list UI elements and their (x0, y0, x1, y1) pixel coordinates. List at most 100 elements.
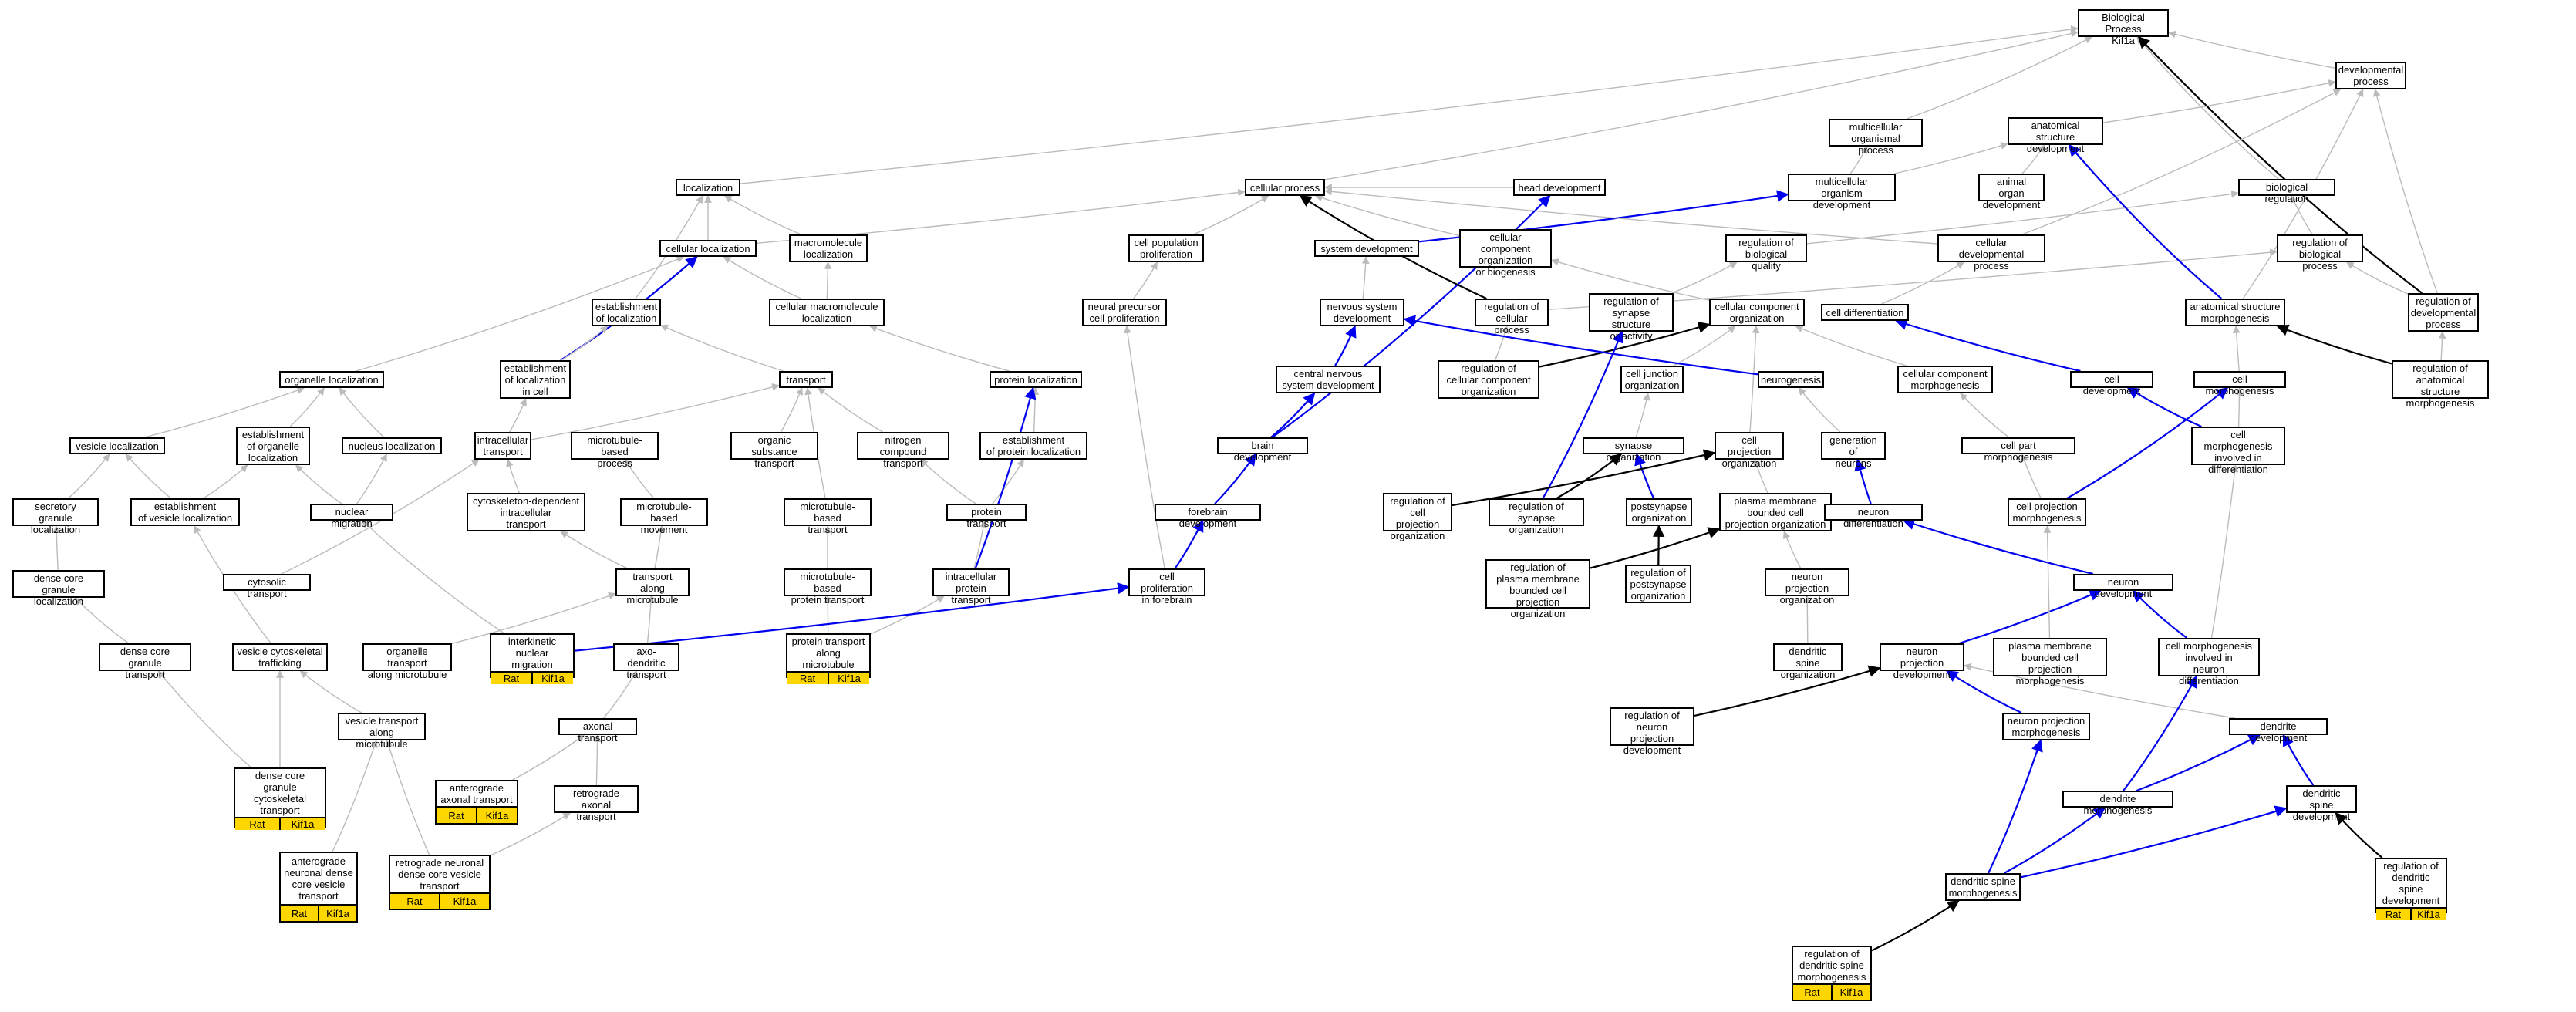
go-term-fbdev[interactable]: forebrain development (1155, 504, 1261, 529)
go-term-adt[interactable]: axo-dendritic transport (613, 643, 679, 680)
go-term-dso[interactable]: dendritic spine organization (1773, 643, 1843, 680)
go-term-ntrans[interactable]: nitrogen compound transport (857, 432, 949, 469)
go-term-nsd[interactable]: nervous system development (1320, 299, 1404, 326)
go-term-regcpo[interactable]: regulation of cell projection organizati… (1383, 493, 1452, 541)
go-term-tam[interactable]: transport along microtubule (615, 568, 690, 606)
go-term-regpso[interactable]: regulation of postsynapse organization (1625, 565, 1691, 603)
go-term-otam[interactable]: organelle transport along microtubule (362, 643, 452, 680)
go-term-estprotloc[interactable]: establishment of protein localization (979, 432, 1087, 460)
go-term-regnpd[interactable]: regulation of neuron projection developm… (1610, 707, 1694, 756)
go-term-regcp[interactable]: regulation of cellular process (1475, 299, 1549, 336)
go-term-synorg[interactable]: synapse organization (1583, 437, 1684, 463)
go-term-cmml[interactable]: cellular macromolecule localization (769, 299, 885, 326)
go-term-cpo[interactable]: cell projection organization (1715, 432, 1784, 469)
go-term-mtbp[interactable]: microtubule-based process (571, 432, 659, 469)
go-term-dcgl[interactable]: dense core granule localization (12, 570, 105, 607)
go-term-sysdev[interactable]: system development (1314, 240, 1419, 257)
go-term-cellproc[interactable]: cellular process (1245, 179, 1325, 196)
go-term-cdit[interactable]: cytoskeleton-dependent intracellular tra… (467, 493, 585, 531)
go-term-vtam[interactable]: vesicle transport along microtubule (338, 713, 426, 750)
go-term-aod[interactable]: animal organ development (1978, 174, 2045, 211)
go-term-neurogen[interactable]: neurogenesis (1758, 371, 1824, 388)
go-term-orgsubtrans[interactable]: organic substance transport (730, 432, 818, 469)
go-term-regdsm[interactable]: regulation of dendritic spine morphogene… (1792, 946, 1872, 1001)
go-term-cdp[interactable]: cellular developmental process (1937, 234, 2045, 272)
go-term-cpif[interactable]: cell proliferation in forebrain (1128, 568, 1205, 606)
go-term-vct[interactable]: vesicle cytoskeletal trafficking (232, 643, 328, 671)
go-term-loc[interactable]: localization (676, 179, 740, 196)
go-term-npo[interactable]: neuron projection organization (1765, 568, 1849, 606)
go-term-regdp[interactable]: regulation of developmental process (2408, 293, 2479, 332)
go-term-regbp[interactable]: regulation of biological process (2277, 234, 2363, 272)
go-term-orgloc[interactable]: organelle localization (279, 371, 384, 388)
go-term-npd[interactable]: neuron projection development (1880, 643, 1964, 680)
go-term-npm[interactable]: neuron projection morphogenesis (2002, 713, 2090, 740)
go-term-nucloc[interactable]: nucleus localization (342, 437, 442, 454)
go-term-cmind[interactable]: cell morphogenesis involved in neuron di… (2158, 638, 2260, 686)
go-term-genneur[interactable]: generation of neurons (1821, 432, 1886, 469)
go-term-cpmorph[interactable]: cell part morphogenesis (1961, 437, 2075, 463)
go-term-dcgct[interactable]: dense core granule cytoskeletal transpor… (234, 767, 326, 830)
go-term-transport[interactable]: transport (779, 371, 833, 388)
go-term-asd[interactable]: anatomical structure development (2008, 117, 2103, 154)
go-term-ccm[interactable]: cellular component morphogenesis (1897, 366, 1993, 393)
go-term-cjo[interactable]: cell junction organization (1620, 366, 1684, 393)
go-term-axtrans[interactable]: axonal transport (558, 718, 637, 744)
go-term-dsm[interactable]: dendritic spine morphogenesis (1945, 873, 2021, 901)
go-term-dcgt[interactable]: dense core granule transport (99, 643, 191, 680)
go-term-pmbcpo[interactable]: plasma membrane bounded cell projection … (1719, 493, 1832, 531)
go-term-estlocincell[interactable]: establishment of localization in cell (500, 360, 571, 399)
go-term-mtbpt[interactable]: microtubule-based protein transport (784, 568, 872, 606)
go-term-nucmig[interactable]: nuclear migration (310, 504, 393, 529)
go-term-bioreg[interactable]: biological regulation (2238, 179, 2335, 204)
go-term-rat[interactable]: retrograde axonal transport (554, 785, 639, 822)
go-term-macroloc[interactable]: macromolecule localization (789, 234, 868, 262)
go-term-regpmbcpo[interactable]: regulation of plasma membrane bounded ce… (1485, 559, 1590, 619)
go-term-celldiff[interactable]: cell differentiation (1821, 304, 1909, 321)
go-term-headdev[interactable]: head development (1513, 179, 1606, 196)
go-term-mtbt[interactable]: microtubule-based transport (784, 498, 872, 535)
go-term-devproc[interactable]: developmental process (2335, 62, 2406, 89)
go-term-bp[interactable]: Biological Process Kif1a (2078, 9, 2169, 46)
go-term-mcop[interactable]: multicellular organismal process (1829, 119, 1923, 156)
go-term-regbq[interactable]: regulation of biological quality (1725, 234, 1807, 272)
go-term-mcod[interactable]: multicellular organism development (1788, 174, 1896, 211)
go-term-cnsd[interactable]: central nervous system development (1276, 366, 1381, 393)
go-term-cytotrans[interactable]: cytosolic transport (223, 574, 311, 599)
go-term-estorgloc[interactable]: establishment of organelle localization (236, 427, 310, 465)
go-term-rndcvt[interactable]: retrograde neuronal dense core vesicle t… (389, 855, 491, 910)
go-term-ccob[interactable]: cellular component organization or bioge… (1459, 229, 1552, 278)
go-term-prottrans[interactable]: protein transport (946, 504, 1027, 529)
go-term-neurdiff[interactable]: neuron differentiation (1824, 504, 1923, 529)
go-term-regso[interactable]: regulation of synapse organization (1489, 498, 1584, 535)
go-term-dsd[interactable]: dendritic spine development (2286, 785, 2357, 822)
go-term-cco[interactable]: cellular component organization (1709, 299, 1805, 326)
go-term-cmidiff[interactable]: cell morphogenesis involved in different… (2191, 427, 2285, 475)
go-term-denmorph[interactable]: dendrite morphogenesis (2062, 791, 2173, 816)
go-term-npcp[interactable]: neural precursor cell proliferation (1082, 299, 1167, 326)
go-term-vesloc[interactable]: vesicle localization (69, 437, 165, 454)
go-term-andcvt[interactable]: anterograde neuronal dense core vesicle … (279, 852, 358, 923)
go-term-celldev[interactable]: cell development (2070, 371, 2153, 396)
go-term-cpp[interactable]: cell population proliferation (1128, 234, 1204, 262)
go-term-braindev[interactable]: brain development (1217, 437, 1308, 463)
go-term-estloc[interactable]: establishment of localization (592, 299, 661, 326)
go-term-cellloc[interactable]: cellular localization (659, 240, 757, 257)
go-term-cpmorphgen[interactable]: cell projection morphogenesis (2008, 498, 2086, 526)
go-term-pmbcpm[interactable]: plasma membrane bounded cell projection … (1993, 638, 2107, 686)
go-term-neurondev[interactable]: neuron development (2073, 574, 2173, 599)
go-term-intratrans[interactable]: intracellular transport (474, 432, 531, 460)
go-term-postsynorg[interactable]: postsynapse organization (1626, 498, 1692, 526)
go-term-regasm[interactable]: regulation of anatomical structure morph… (2392, 360, 2489, 409)
go-term-estvesloc[interactable]: establishment of vesicle localization (130, 498, 240, 526)
go-term-rsso[interactable]: regulation of synapse structure or activ… (1589, 293, 1674, 342)
go-term-protloc[interactable]: protein localization (990, 371, 1082, 388)
go-term-secgranloc[interactable]: secretory granule localization (12, 498, 99, 535)
go-term-regcco[interactable]: regulation of cellular component organiz… (1438, 360, 1539, 399)
go-term-mtbm[interactable]: microtubule-based movement (620, 498, 708, 535)
go-term-asm[interactable]: anatomical structure morphogenesis (2185, 299, 2285, 326)
go-term-regdsd[interactable]: regulation of dendritic spine developmen… (2375, 858, 2447, 920)
